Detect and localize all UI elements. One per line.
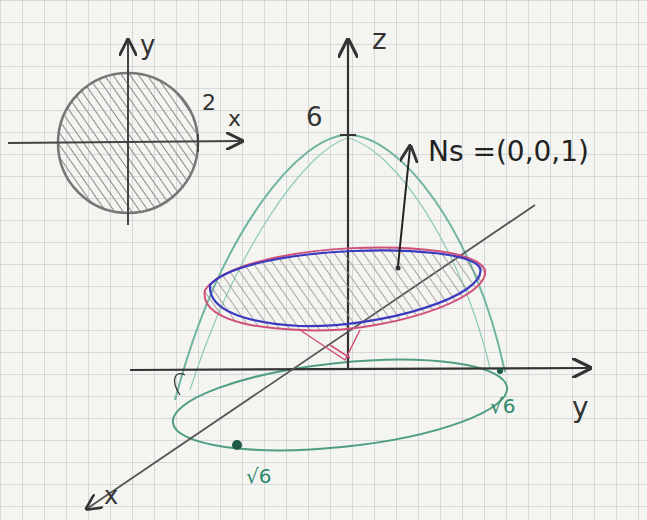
radius-label: 2 (202, 92, 216, 114)
axis-label: y (572, 394, 589, 422)
axis-label: x (228, 108, 241, 130)
normal-vector-label: Ns =(0,0,1) (428, 138, 589, 166)
axis-label: y (140, 32, 155, 58)
inset-disk (8, 42, 240, 225)
normal-vector (396, 148, 411, 271)
cut-disk (205, 247, 486, 360)
paraboloid-surface (169, 135, 512, 464)
axis-label: x (104, 484, 118, 508)
axis-label: z (372, 26, 387, 54)
intercept-label: √6 (246, 466, 271, 486)
height-label: 6 (306, 104, 323, 130)
axes (88, 42, 588, 508)
intercept-label: √6 (490, 396, 515, 416)
